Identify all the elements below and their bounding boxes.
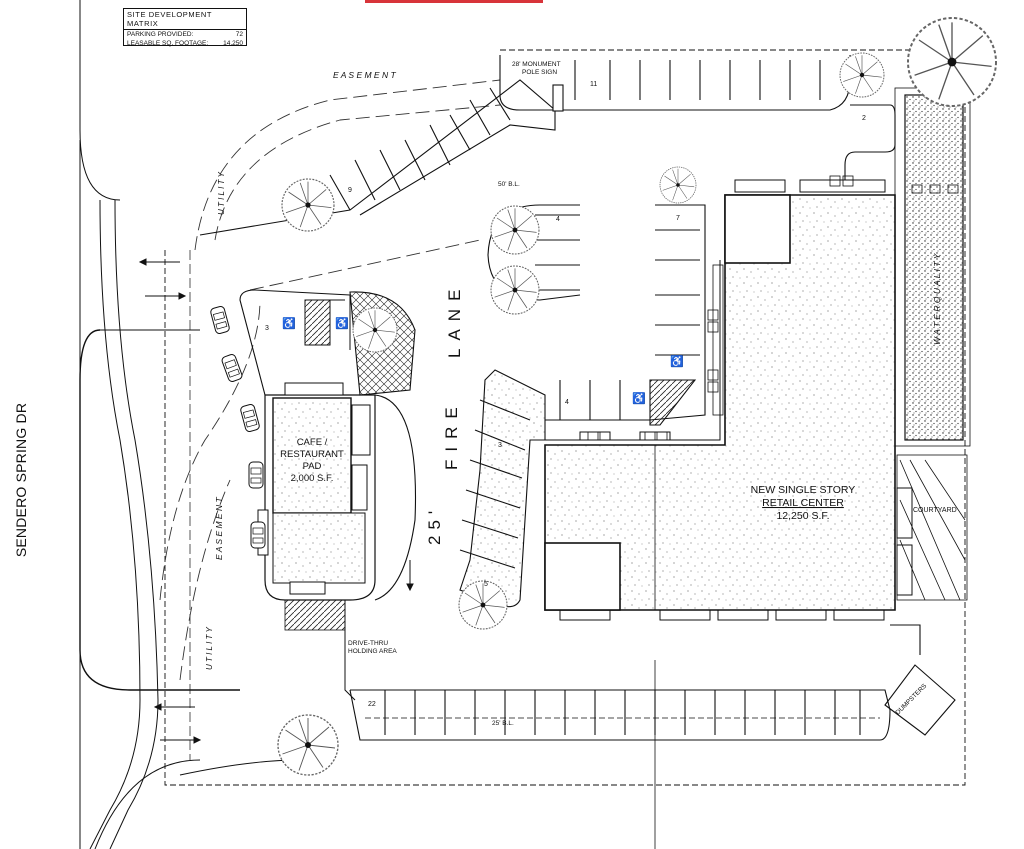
cafe-label: 2,000 S.F.: [291, 473, 334, 484]
retail-building: [540, 179, 913, 621]
utility-label: U T I L I T Y: [205, 627, 214, 670]
space-count: 22: [368, 701, 376, 708]
retail-label: 12,250 S.F.: [776, 510, 829, 522]
svg-text:♿: ♿: [670, 355, 684, 368]
svg-text:♿: ♿: [335, 317, 349, 330]
building-line-label: 25' B.L.: [492, 720, 514, 727]
svg-text:♿: ♿: [282, 317, 296, 330]
space-count: 11: [590, 81, 597, 88]
matrix-title: SITE DEVELOPMENT MATRIX: [124, 9, 246, 30]
matrix-label: LEASABLE SQ. FOOTAGE:: [127, 40, 209, 47]
courtyard-label: COURTYARD: [913, 507, 957, 514]
space-count: 4: [565, 399, 569, 406]
matrix-label: PARKING PROVIDED:: [127, 31, 194, 38]
cafe-label: RESTAURANT: [280, 449, 344, 460]
space-count: 5: [484, 581, 488, 588]
monument-sign-label: 28' MONUMENT: [512, 61, 561, 68]
road-curves: [79, 199, 301, 849]
space-count: 4: [556, 216, 560, 223]
revision-marker: [365, 0, 543, 3]
dumpsters-label: DUMPSTERS: [894, 682, 928, 716]
south-parking-row: [349, 624, 956, 741]
drive-thru-label: HOLDING AREA: [348, 648, 397, 655]
matrix-row-footage: LEASABLE SQ. FOOTAGE: 14,250: [124, 39, 246, 48]
svg-text:♿: ♿: [632, 392, 646, 405]
traffic-arrows: [138, 258, 414, 744]
space-count: 7: [676, 215, 680, 222]
space-count: 9: [348, 187, 352, 194]
fire-lane-label: LANE: [445, 282, 464, 358]
matrix-value: 72: [235, 31, 243, 38]
water-quality-label: W A T E R Q U A L I T Y: [932, 252, 942, 345]
cafe-label: CAFE /: [297, 437, 328, 448]
courtyard-area: [896, 454, 968, 601]
space-count: 2: [862, 115, 866, 122]
utility-label: U T I L I T Y: [217, 172, 226, 215]
easement-label: E A S E M E N T: [214, 497, 224, 560]
cafe-label: PAD: [303, 461, 322, 472]
easement-curves: [159, 79, 501, 681]
space-count: 3: [265, 325, 269, 332]
accessible-parking-icon: ♿ ♿ ♿ ♿: [282, 317, 684, 405]
space-count: 3: [498, 442, 502, 449]
cafe-building: [239, 289, 417, 701]
drive-thru-label: DRIVE-THRU: [348, 640, 388, 647]
retail-label: NEW SINGLE STORY: [751, 484, 856, 496]
east-drive: [844, 104, 896, 180]
central-parking: [487, 204, 706, 426]
site-development-matrix: SITE DEVELOPMENT MATRIX PARKING PROVIDED…: [123, 8, 247, 48]
matrix-value: 14,250: [223, 40, 243, 47]
retail-label: RETAIL CENTER: [762, 497, 844, 509]
easement-label: E A S E M E N T: [333, 70, 396, 80]
water-quality-pond: [904, 94, 964, 441]
fire-lane-label: FIRE: [442, 399, 461, 470]
monument-sign-label: POLE SIGN: [522, 69, 557, 76]
building-line-label: 50' B.L.: [498, 181, 520, 188]
light-fixtures: [587, 175, 959, 441]
fire-lane-width: 25': [425, 505, 444, 545]
angled-parking: [459, 369, 546, 608]
matrix-row-parking: PARKING PROVIDED: 72: [124, 30, 246, 39]
